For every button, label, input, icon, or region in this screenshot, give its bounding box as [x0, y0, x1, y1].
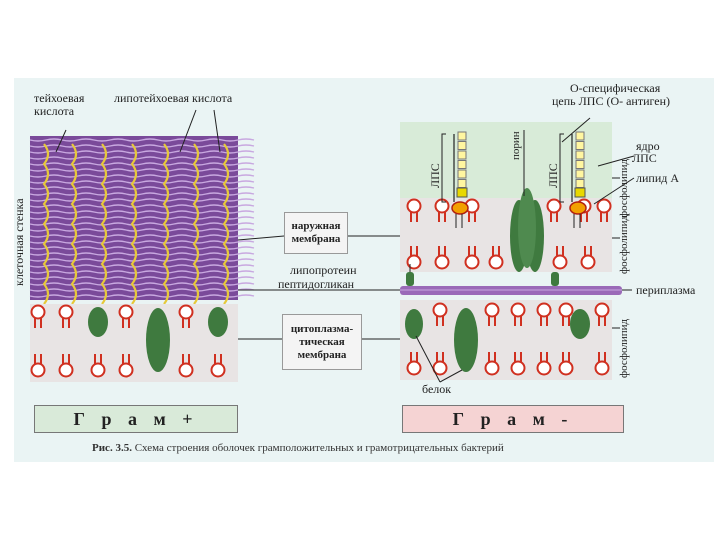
cytoplasmic-membrane-label-line1: цитоплазма-	[290, 322, 354, 335]
lps-label-left: ЛПС	[428, 163, 442, 188]
phospholipid-label-top: фосфолипид	[618, 158, 630, 218]
gram-positive-label: Г р а м +	[34, 405, 238, 433]
cytoplasmic-membrane-label-line2: тическая	[299, 335, 345, 348]
protein-shape	[146, 308, 170, 372]
gram-positive-cytoplasmic-membrane	[30, 304, 238, 382]
diagram-artwork	[29, 109, 635, 383]
teichoic-acid-label-line2: кислота	[34, 104, 75, 118]
gram-negative-envelope	[400, 122, 622, 380]
o-specific-label-line1: О-специфическая	[570, 81, 661, 95]
gram-negative-label: Г р а м -	[402, 405, 624, 433]
outer-membrane-label-line2: мембрана	[291, 233, 341, 245]
cell-wall-label: клеточная стенка	[12, 198, 26, 286]
lps-structure-left	[451, 131, 469, 228]
diagram: тейхоевая кислота липотейхоевая кислота …	[12, 78, 714, 462]
figure-caption-number: Рис. 3.5.	[92, 442, 132, 454]
porin-label: порин	[510, 131, 522, 160]
lps-core-label-line1: ядро	[636, 139, 660, 153]
lipid-a-label: липид А	[636, 171, 680, 185]
protein-shape	[88, 307, 108, 337]
protein-label: белок	[422, 382, 452, 396]
cytoplasmic-membrane-label-line3: мембрана	[297, 348, 347, 361]
peptidoglycan-label: пептидогликан	[278, 277, 355, 291]
porin-shape	[510, 188, 544, 272]
outer-membrane-label-line1: наружная	[291, 220, 341, 232]
leader-lines	[55, 109, 635, 383]
lps-structure-right	[569, 131, 587, 228]
lipoprotein-label: липопротеин	[290, 263, 357, 277]
lipoteichoic-acid-label: липотейхоевая кислота	[114, 91, 233, 105]
lps-core-label-line2: ЛПС	[632, 151, 657, 165]
figure-caption-text: Схема строения оболочек грамположительны…	[131, 442, 504, 454]
gram-positive-cell-wall	[29, 136, 255, 305]
protein-shape	[208, 307, 228, 337]
phospholipid-label-mid: фосфолипид	[618, 214, 630, 274]
figure-caption: Рис. 3.5. Схема строения оболочек грампо…	[92, 442, 504, 454]
teichoic-acid-label-line1: тейхоевая	[34, 91, 85, 105]
lps-label-right: ЛПС	[546, 163, 560, 188]
o-specific-label-line2: цепь ЛПС (О- антиген)	[552, 94, 671, 108]
periplasm-label: периплазма	[636, 283, 696, 297]
phospholipid-label-bottom: фосфолипид	[618, 318, 630, 378]
